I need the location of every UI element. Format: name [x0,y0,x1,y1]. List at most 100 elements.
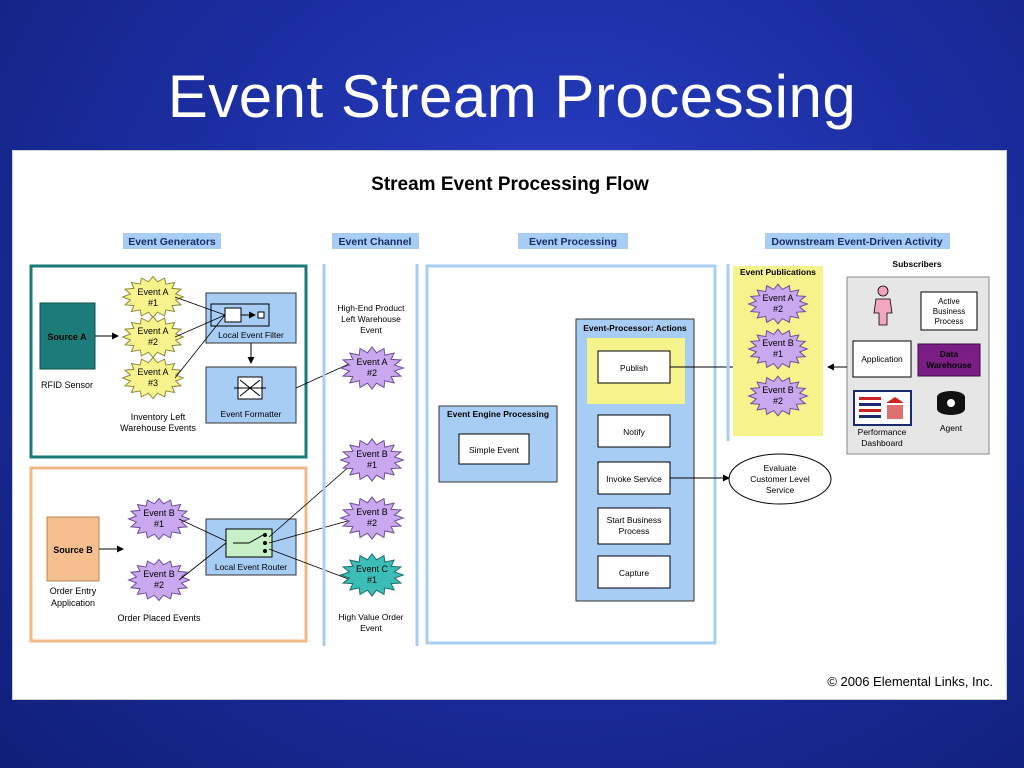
inventory-caption-2: Warehouse Events [120,423,196,433]
publication-event-a2: Event A #2 [747,283,809,325]
data-warehouse-line2: Warehouse [926,360,972,370]
publication-event-b2: Event B #2 [747,375,809,417]
channel-event-a2: Event A #2 [339,346,405,390]
local-event-filter: Local Event Filter [205,292,297,344]
evaluate-customer-service: Evaluate Customer Level Service [728,453,832,505]
header-downstream: Downstream Event-Driven Activity [765,233,950,249]
copyright: © 2006 Elemental Links, Inc. [827,674,993,689]
channel-c1-line1: Event C [356,564,389,574]
local-event-router: Local Event Router [205,518,297,576]
flow-diagram: Stream Event Processing Flow Event Gener… [29,174,993,689]
order-b2-line2: #2 [154,580,164,590]
subscribers-title: Subscribers [892,259,941,269]
pub-b2-line1: Event B [762,385,794,395]
subscriber-application: Application [852,340,912,378]
action-capture: Capture [619,568,650,578]
person-icon [873,285,893,326]
header-generators-label: Event Generators [128,236,216,248]
order-event-b2: Event B #2 [127,558,191,602]
pub-b2-line2: #2 [773,396,783,406]
channel-top-caption-3: Event [360,325,382,335]
local-event-filter-label: Local Event Filter [218,330,284,340]
header-event-generators: Event Generators [123,233,221,249]
order-b2-line1: Event B [143,569,175,579]
channel-b1-line2: #1 [367,460,377,470]
source-a-label: Source A [47,332,87,342]
header-downstream-label: Downstream Event-Driven Activity [771,236,942,248]
event-formatter: Event Formatter [205,366,297,424]
inventory-event-a2: Event A #2 [121,315,185,359]
publication-event-b1: Event B #1 [747,328,809,370]
channel-event-b2: Event B #2 [339,496,405,540]
action-start-business-2: Process [619,526,650,536]
channel-top-caption-1: High-End Product [337,303,405,313]
event-channel-pipe [322,264,419,646]
action-start-business-1: Start Business [607,515,662,525]
publications-title: Event Publications [740,267,816,277]
dashboard-icon [853,390,912,426]
active-business-line2: Business [933,307,965,316]
event-a1-line1: Event A [137,287,168,297]
inventory-event-a3: Event A #3 [121,356,185,400]
source-b-caption-1: Order Entry [50,586,97,596]
channel-c1-line2: #1 [367,575,377,585]
channel-bottom-caption-1: High Value Order [338,612,403,622]
event-processor-actions: Event-Processor: Actions Publish Notify … [575,318,695,602]
application-label: Application [861,354,903,364]
channel-event-b1: Event B #1 [339,438,405,482]
performance-line1: Performance [858,427,907,437]
header-processing-label: Event Processing [529,236,617,248]
channel-top-caption-2: Left Warehouse [341,314,401,324]
agent-icon [937,391,965,415]
order-caption: Order Placed Events [117,613,201,623]
source-a: Source A RFID Sensor [39,302,96,390]
pub-b1-line2: #1 [773,349,783,359]
action-invoke-service: Invoke Service [606,474,662,484]
diagram-title: Stream Event Processing Flow [371,174,649,195]
pub-a2-line1: Event A [762,293,793,303]
action-notify: Notify [623,427,645,437]
active-business-line1: Active [938,297,960,306]
event-processing-panel [425,264,717,645]
channel-b2-line2: #2 [367,518,377,528]
event-a3-line2: #3 [148,378,158,388]
simple-event-label: Simple Event [469,445,520,455]
evaluate-line1: Evaluate [763,463,796,473]
order-event-b1: Event B #1 [127,497,191,541]
event-engine-processing: Event Engine Processing Simple Event [438,405,558,483]
active-business-process: Active Business Process [920,291,978,331]
active-business-line3: Process [935,317,964,326]
header-channel-label: Event Channel [339,236,412,248]
event-a1-line2: #1 [148,298,158,308]
diagram-frame: Stream Event Processing Flow Event Gener… [12,150,1007,700]
event-a2-line2: #2 [148,337,158,347]
evaluate-line3: Service [766,485,795,495]
action-publish: Publish [620,363,648,373]
data-warehouse: Data Warehouse [917,343,981,377]
event-formatter-label: Event Formatter [221,409,282,419]
order-panel [29,466,308,643]
pub-a2-line2: #2 [773,304,783,314]
inventory-panel [29,264,308,459]
source-a-caption: RFID Sensor [41,380,93,390]
inventory-event-a1: Event A #1 [121,275,185,319]
header-event-processing: Event Processing [518,233,628,249]
event-a3-line1: Event A [137,367,168,377]
source-b: Source B Order Entry Application [46,516,100,608]
evaluate-line2: Customer Level [750,474,810,484]
channel-b2-line1: Event B [356,507,388,517]
event-a2-line1: Event A [137,326,168,336]
source-b-label: Source B [53,545,93,555]
agent-label: Agent [940,423,963,433]
engine-title: Event Engine Processing [447,409,549,419]
performance-line2: Dashboard [861,438,903,448]
channel-a2-line2: #2 [367,368,377,378]
channel-a2-line1: Event A [356,357,387,367]
local-event-router-label: Local Event Router [215,562,287,572]
header-event-channel: Event Channel [332,233,419,249]
channel-event-c1: Event C #1 [339,553,405,597]
order-b1-line1: Event B [143,508,175,518]
slide-title: Event Stream Processing [167,63,857,130]
actions-title: Event-Processor: Actions [583,323,687,333]
channel-b1-line1: Event B [356,449,388,459]
